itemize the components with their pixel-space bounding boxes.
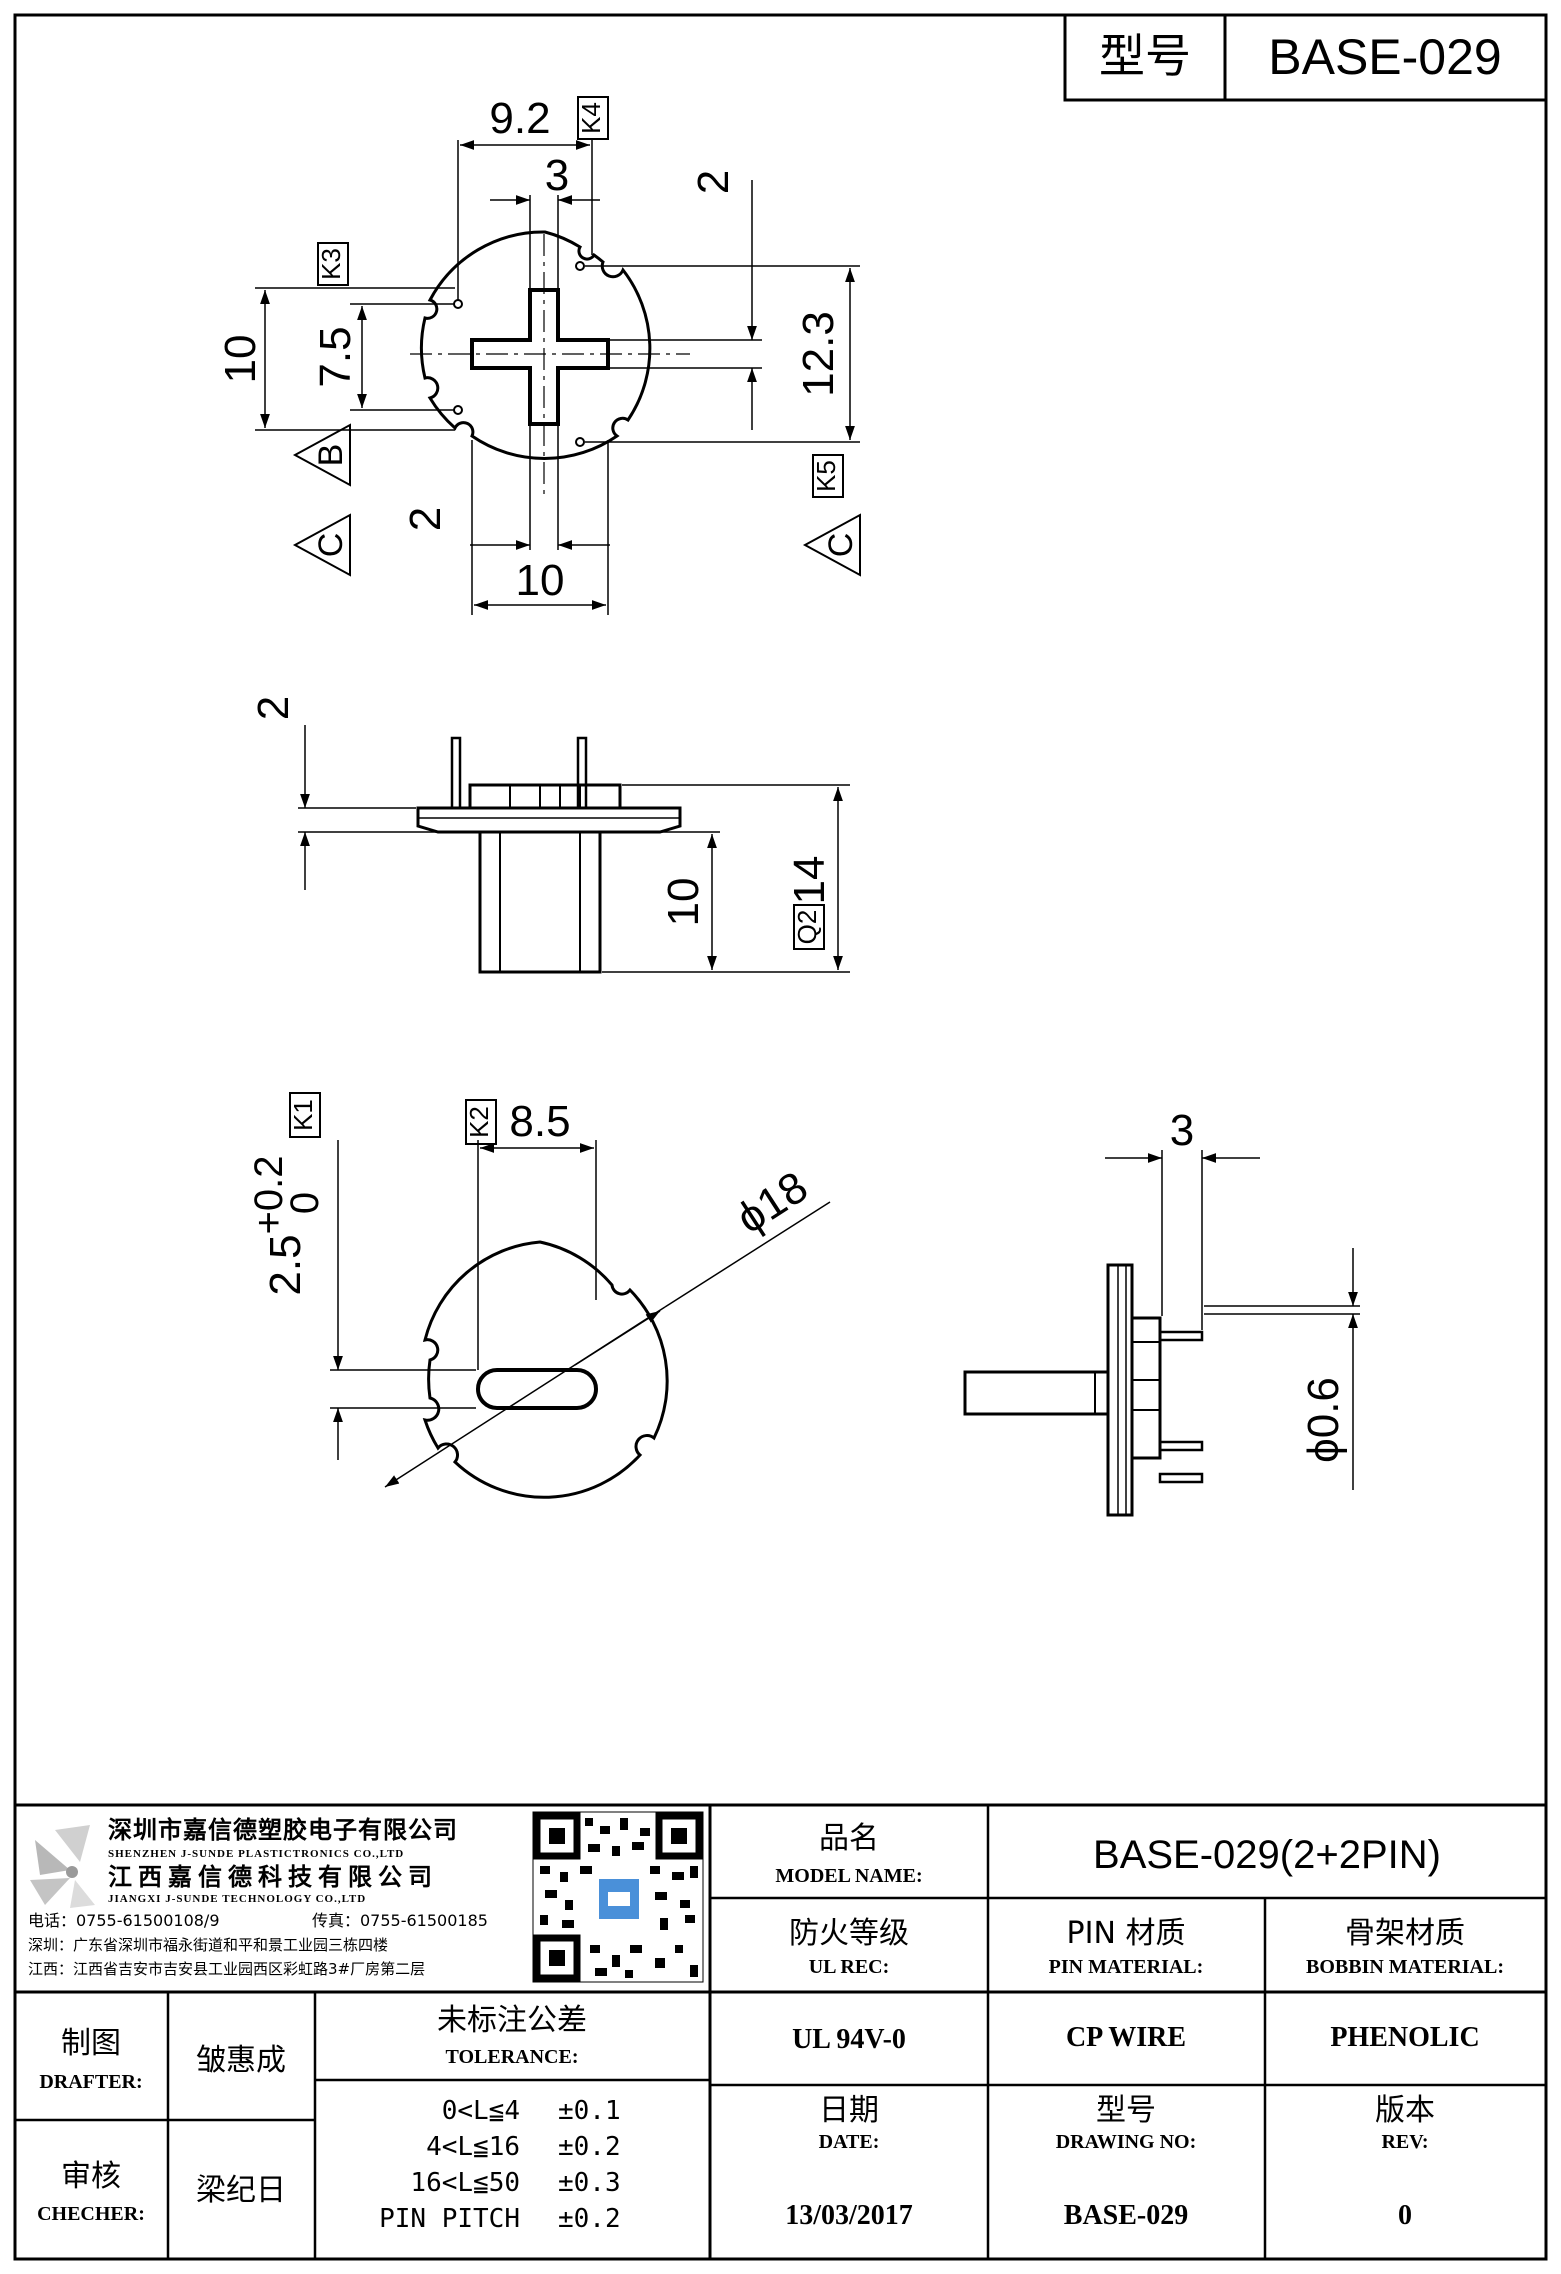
qr-code	[532, 1811, 704, 1983]
dim-8-5: 8.5	[509, 1097, 570, 1146]
dim-12-3: 12.3	[794, 311, 843, 397]
drawing-cn: 型号	[1096, 2093, 1156, 2128]
tol-value-4: ±0.2	[558, 2204, 621, 2234]
dim-2-5: 2.5	[261, 1234, 310, 1295]
checker-value: 梁纪日	[196, 2173, 286, 2208]
side-dim-10: 10	[659, 878, 708, 927]
company-name-en: SHENZHEN J-SUNDE PLASTICTRONICS CO.,LTD	[108, 1848, 404, 1860]
company-addr-jx: 江西：江西省吉安市吉安县工业园西区彩虹路3#厂房第二层	[28, 1960, 425, 1978]
model-name-en: MODEL NAME:	[775, 1865, 922, 1887]
dim-7-5: 7.5	[311, 326, 360, 387]
tol-range-1: 0<L≦4	[442, 2096, 520, 2126]
rev-cn: 版本	[1375, 2093, 1435, 2128]
datum-c-right: C	[822, 533, 860, 558]
tol-value-2: ±0.2	[558, 2132, 621, 2162]
tag-k4: K4	[576, 102, 606, 134]
dim-phi18: ϕ18	[728, 1162, 816, 1243]
bottom-view	[289, 1092, 831, 1499]
tag-k1: K1	[288, 1099, 318, 1131]
date-value: 13/03/2017	[785, 2200, 913, 2231]
company2-name-en: JIANGXI J-SUNDE TECHNOLOGY CO.,LTD	[108, 1893, 366, 1905]
tag-k3: K3	[316, 248, 346, 280]
drawing-value: BASE-029	[1064, 2200, 1188, 2231]
ul-value: UL 94V-0	[792, 2024, 906, 2055]
dim-10-bottom: 10	[516, 556, 565, 605]
pin-en: PIN MATERIAL:	[1049, 1956, 1204, 1978]
ul-en: UL REC:	[809, 1956, 890, 1978]
datum-c-left: C	[312, 533, 350, 558]
bobbin-value: PHENOLIC	[1330, 2022, 1479, 2053]
side-dim-2: 2	[249, 696, 298, 720]
tag-k5: K5	[811, 460, 841, 492]
company-name-cn: 深圳市嘉信德塑胶电子有限公司	[108, 1816, 458, 1844]
rev-en: REV:	[1381, 2131, 1428, 2153]
dim-tol-zero: 0	[283, 1192, 327, 1214]
tag-q2: Q2	[792, 910, 822, 945]
date-cn: 日期	[819, 2093, 879, 2128]
tolerance-cn: 未标注公差	[437, 2003, 587, 2038]
dim-2-bottom: 2	[401, 507, 450, 531]
tol-value-3: ±0.3	[558, 2168, 621, 2198]
side-dim-14: 14	[785, 856, 834, 905]
company-logo	[30, 1825, 95, 1908]
right-view	[963, 1150, 1360, 1517]
drafter-value: 皱惠成	[196, 2043, 286, 2078]
bobbin-en: BOBBIN MATERIAL:	[1306, 1956, 1504, 1978]
model-name-cn: 品名	[819, 1821, 879, 1856]
right-dim-3: 3	[1170, 1106, 1194, 1155]
top-view	[255, 96, 861, 615]
drafter-cn: 制图	[61, 2026, 121, 2061]
ul-cn: 防火等级	[789, 1916, 909, 1951]
company-addr-sz: 深圳：广东省深圳市福永街道和平和景工业园三栋四楼	[28, 1936, 388, 1954]
tol-range-3: 16<L≦50	[410, 2168, 520, 2198]
checker-en: CHECHER:	[37, 2203, 145, 2225]
bobbin-cn: 骨架材质	[1345, 1916, 1465, 1951]
drawing-en: DRAWING NO:	[1056, 2131, 1197, 2153]
tag-k2: K2	[464, 1106, 494, 1138]
dim-9-2: 9.2	[489, 94, 550, 143]
pin-cn: PIN 材质	[1067, 1916, 1186, 1951]
company-tel: 电话：0755-61500108/9	[28, 1911, 220, 1930]
title-block-grid	[15, 1803, 1546, 2259]
tol-range-2: 4<L≦16	[426, 2132, 520, 2162]
model-name-value: BASE-029(2+2PIN)	[1093, 1833, 1441, 1877]
datum-b: B	[312, 444, 350, 467]
date-en: DATE:	[819, 2131, 880, 2153]
sheet-border	[13, 13, 1548, 2261]
header-model-box: 型号 BASE-029	[1063, 13, 1548, 102]
company2-name-cn: 江西嘉信德科技有限公司	[108, 1863, 438, 1891]
company-fax: 传真：0755-61500185	[312, 1911, 488, 1930]
dim-3-top: 3	[545, 151, 569, 200]
dim-2-top: 2	[689, 170, 738, 194]
tol-range-4: PIN PITCH	[379, 2204, 520, 2234]
dim-tol-plus: +0.2	[247, 1156, 291, 1235]
tolerance-en: TOLERANCE:	[446, 2046, 579, 2068]
tol-value-1: ±0.1	[558, 2096, 621, 2126]
dim-10-left: 10	[216, 335, 265, 384]
right-dim-phi0-6: ϕ0.6	[1299, 1377, 1348, 1463]
header-model-label: 型号	[1099, 29, 1191, 83]
tolerance-table: 0<L≦4 ±0.1 4<L≦16 ±0.2 16<L≦50 ±0.3 PIN …	[379, 2096, 621, 2234]
header-model-value: BASE-029	[1268, 29, 1501, 85]
pin-value: CP WIRE	[1066, 2022, 1186, 2053]
side-view	[298, 725, 850, 974]
checker-cn: 审核	[61, 2159, 121, 2194]
rev-value: 0	[1398, 2200, 1412, 2231]
drafter-en: DRAFTER:	[39, 2071, 142, 2093]
